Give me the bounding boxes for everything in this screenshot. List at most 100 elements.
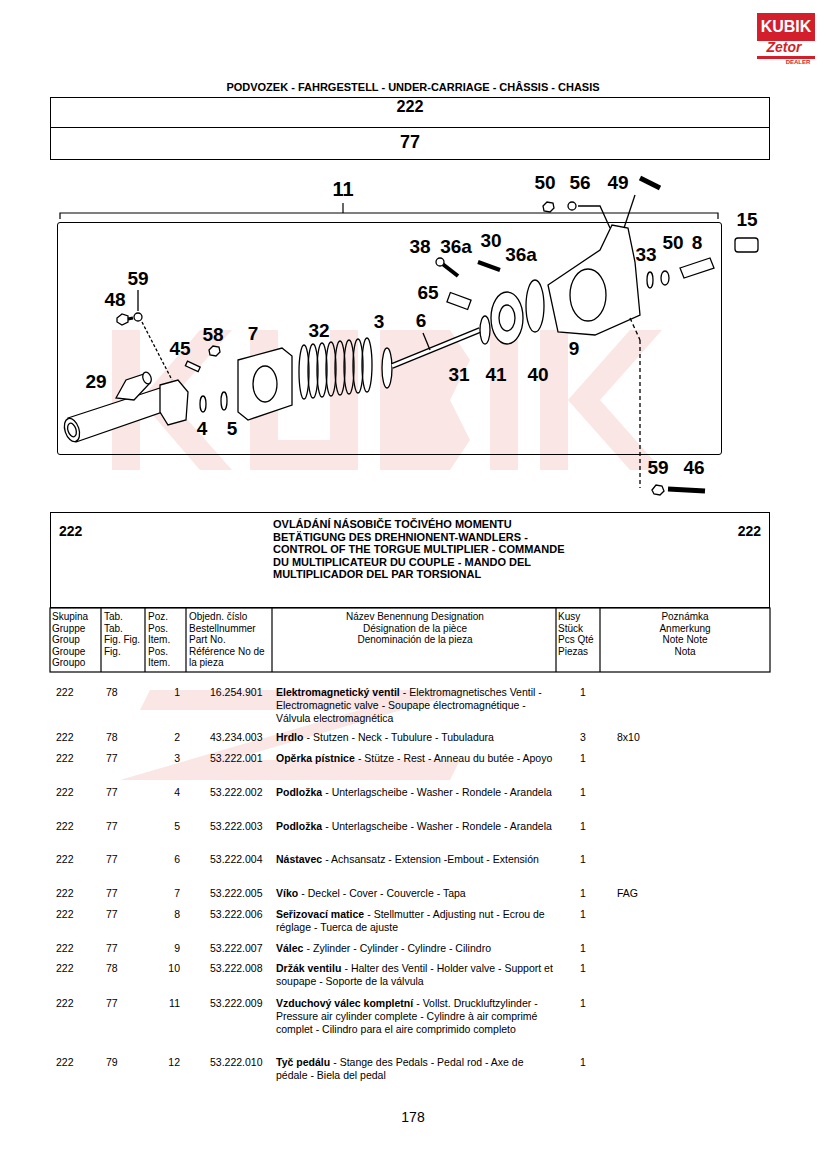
part-translation: - Stutzen - Neck - Tubulure - Tubuladura <box>307 731 494 743</box>
logo-text: Zetor <box>767 40 802 54</box>
quantity-cell: 1 <box>580 686 598 699</box>
group-number: 222 <box>59 523 82 539</box>
part-name: Podložka <box>276 786 322 798</box>
part-number: 53.222.007 <box>210 942 274 955</box>
callout-number: 48 <box>104 290 125 309</box>
cylinder-illustration <box>436 258 444 266</box>
callout-number: 7 <box>248 324 259 343</box>
part-translation: - Deckel - Cover - Couvercle - Tapa <box>301 887 465 899</box>
cylinder-illustration <box>62 416 83 443</box>
figure-cell: 78 <box>106 962 138 975</box>
figure-cell: 77 <box>106 942 138 955</box>
callout-number: 41 <box>485 365 506 384</box>
group-cell: 222 <box>56 997 100 1010</box>
quantity-cell: 3 <box>580 731 598 744</box>
designation-cell: Vzduchový válec kompletní- Vollst. Druck… <box>276 997 554 1035</box>
logo-block <box>757 56 815 59</box>
part-translation: - Achsansatz - Extension -Embout - Exten… <box>325 853 539 865</box>
cylinder-illustration <box>221 392 227 410</box>
callout-number: 36a <box>440 237 472 256</box>
group-band: 222 <box>50 97 770 128</box>
quantity-cell: 1 <box>580 997 598 1010</box>
part-translation: - Unterlagscheibe - Washer - Rondele - A… <box>325 820 552 832</box>
logo-text: DEALER <box>786 59 811 65</box>
quantity-cell: 1 <box>580 1056 598 1069</box>
callout-number: 9 <box>569 339 580 358</box>
cylinder-illustration <box>526 280 544 332</box>
designation-cell: Tyč pedálu- Stange des Pedals - Pedal ro… <box>276 1056 554 1082</box>
position-cell: 6 <box>146 853 180 866</box>
designation-cell: Elektromagnetický ventil- Elektromagneti… <box>276 686 554 724</box>
cylinder-illustration <box>66 422 78 438</box>
cylinder-illustration <box>382 348 392 388</box>
part-name: Tyč pedálu <box>276 1056 330 1068</box>
table-rules <box>599 608 600 672</box>
position-cell: 9 <box>146 942 180 955</box>
part-translation: - Stütze - Rest - Anneau du butée - Apoy… <box>358 752 552 764</box>
cylinder-illustration <box>680 258 714 278</box>
cylinder-illustration <box>570 269 606 321</box>
cylinder-illustration <box>668 489 705 491</box>
quantity-cell: 1 <box>580 908 598 921</box>
cylinder-illustration <box>238 348 292 420</box>
callout-number: 59 <box>647 458 668 477</box>
part-number: 53.222.006 <box>210 908 274 921</box>
callout-number: 65 <box>417 283 438 302</box>
position-cell: 5 <box>146 820 180 833</box>
part-name: Podložka <box>276 820 322 832</box>
table-rules <box>50 608 770 672</box>
callout-number: 11 <box>330 179 356 199</box>
group-cell: 222 <box>56 752 100 765</box>
cylinder-illustration <box>128 318 133 319</box>
watermark <box>250 330 358 470</box>
cylinder-illustration <box>160 380 188 425</box>
table-rules <box>144 608 145 672</box>
callout-number: 4 <box>197 419 208 438</box>
cylinder-illustration <box>200 396 206 412</box>
cylinder-illustration <box>735 238 758 252</box>
group-cell: 222 <box>56 942 100 955</box>
figure-cell: 77 <box>106 853 138 866</box>
part-name: Vzduchový válec kompletní <box>276 997 413 1009</box>
watermark <box>490 330 518 470</box>
part-name: Hrdlo <box>276 731 303 743</box>
watermark <box>112 330 662 780</box>
frame-bracket <box>60 213 718 219</box>
group-number: 222 <box>738 523 761 539</box>
logo-block <box>757 13 815 41</box>
callout-number: 33 <box>635 245 656 264</box>
group-cell: 222 <box>56 853 100 866</box>
figure-cell: 77 <box>106 908 138 921</box>
quantity-cell: 1 <box>580 962 598 975</box>
designation-cell: Víko- Deckel - Cover - Couvercle - Tapa <box>276 887 554 900</box>
callout-number: 50 <box>662 233 683 252</box>
cylinder-illustration <box>578 206 610 228</box>
section-title: OVLÁDÁNÍ NÁSOBIČE TOČIVÉHO MOMENTU BETÄT… <box>273 518 573 581</box>
cylinder-illustration <box>141 371 153 385</box>
callout-number: 58 <box>202 325 223 344</box>
cylinder-illustration <box>661 271 669 285</box>
cylinder-illustration <box>630 318 640 340</box>
cylinder-illustration <box>117 314 128 325</box>
cylinder-illustration <box>362 338 372 392</box>
position-cell: 3 <box>146 752 180 765</box>
logo-block <box>757 13 815 59</box>
column-header: Kusy Stück Pcs Qté Piezas <box>558 611 598 657</box>
position-cell: 7 <box>146 887 180 900</box>
callout-number: 49 <box>607 173 628 192</box>
column-header: Skupina Gruppe Group Groupe Groupo <box>52 611 100 669</box>
figure-cell: 77 <box>106 887 138 900</box>
column-header: Poz. Pos. Item. Pos. Item. <box>148 611 184 669</box>
quantity-cell: 1 <box>580 887 598 900</box>
note-cell: FAG <box>617 887 717 900</box>
column-header: Poznámka Anmerkung Note Note Nota <box>655 611 715 657</box>
part-number: 16.254.901 <box>210 686 274 699</box>
designation-cell: Podložka- Unterlagscheibe - Washer - Ron… <box>276 820 554 833</box>
part-name: Seřizovací matice <box>276 908 364 920</box>
part-number: 53.222.003 <box>210 820 274 833</box>
callout-number: 15 <box>736 210 757 229</box>
position-cell: 11 <box>146 997 180 1010</box>
callout-number: 38 <box>409 237 430 256</box>
part-number: 53.222.010 <box>210 1056 274 1069</box>
callout-number: 3 <box>374 312 385 331</box>
